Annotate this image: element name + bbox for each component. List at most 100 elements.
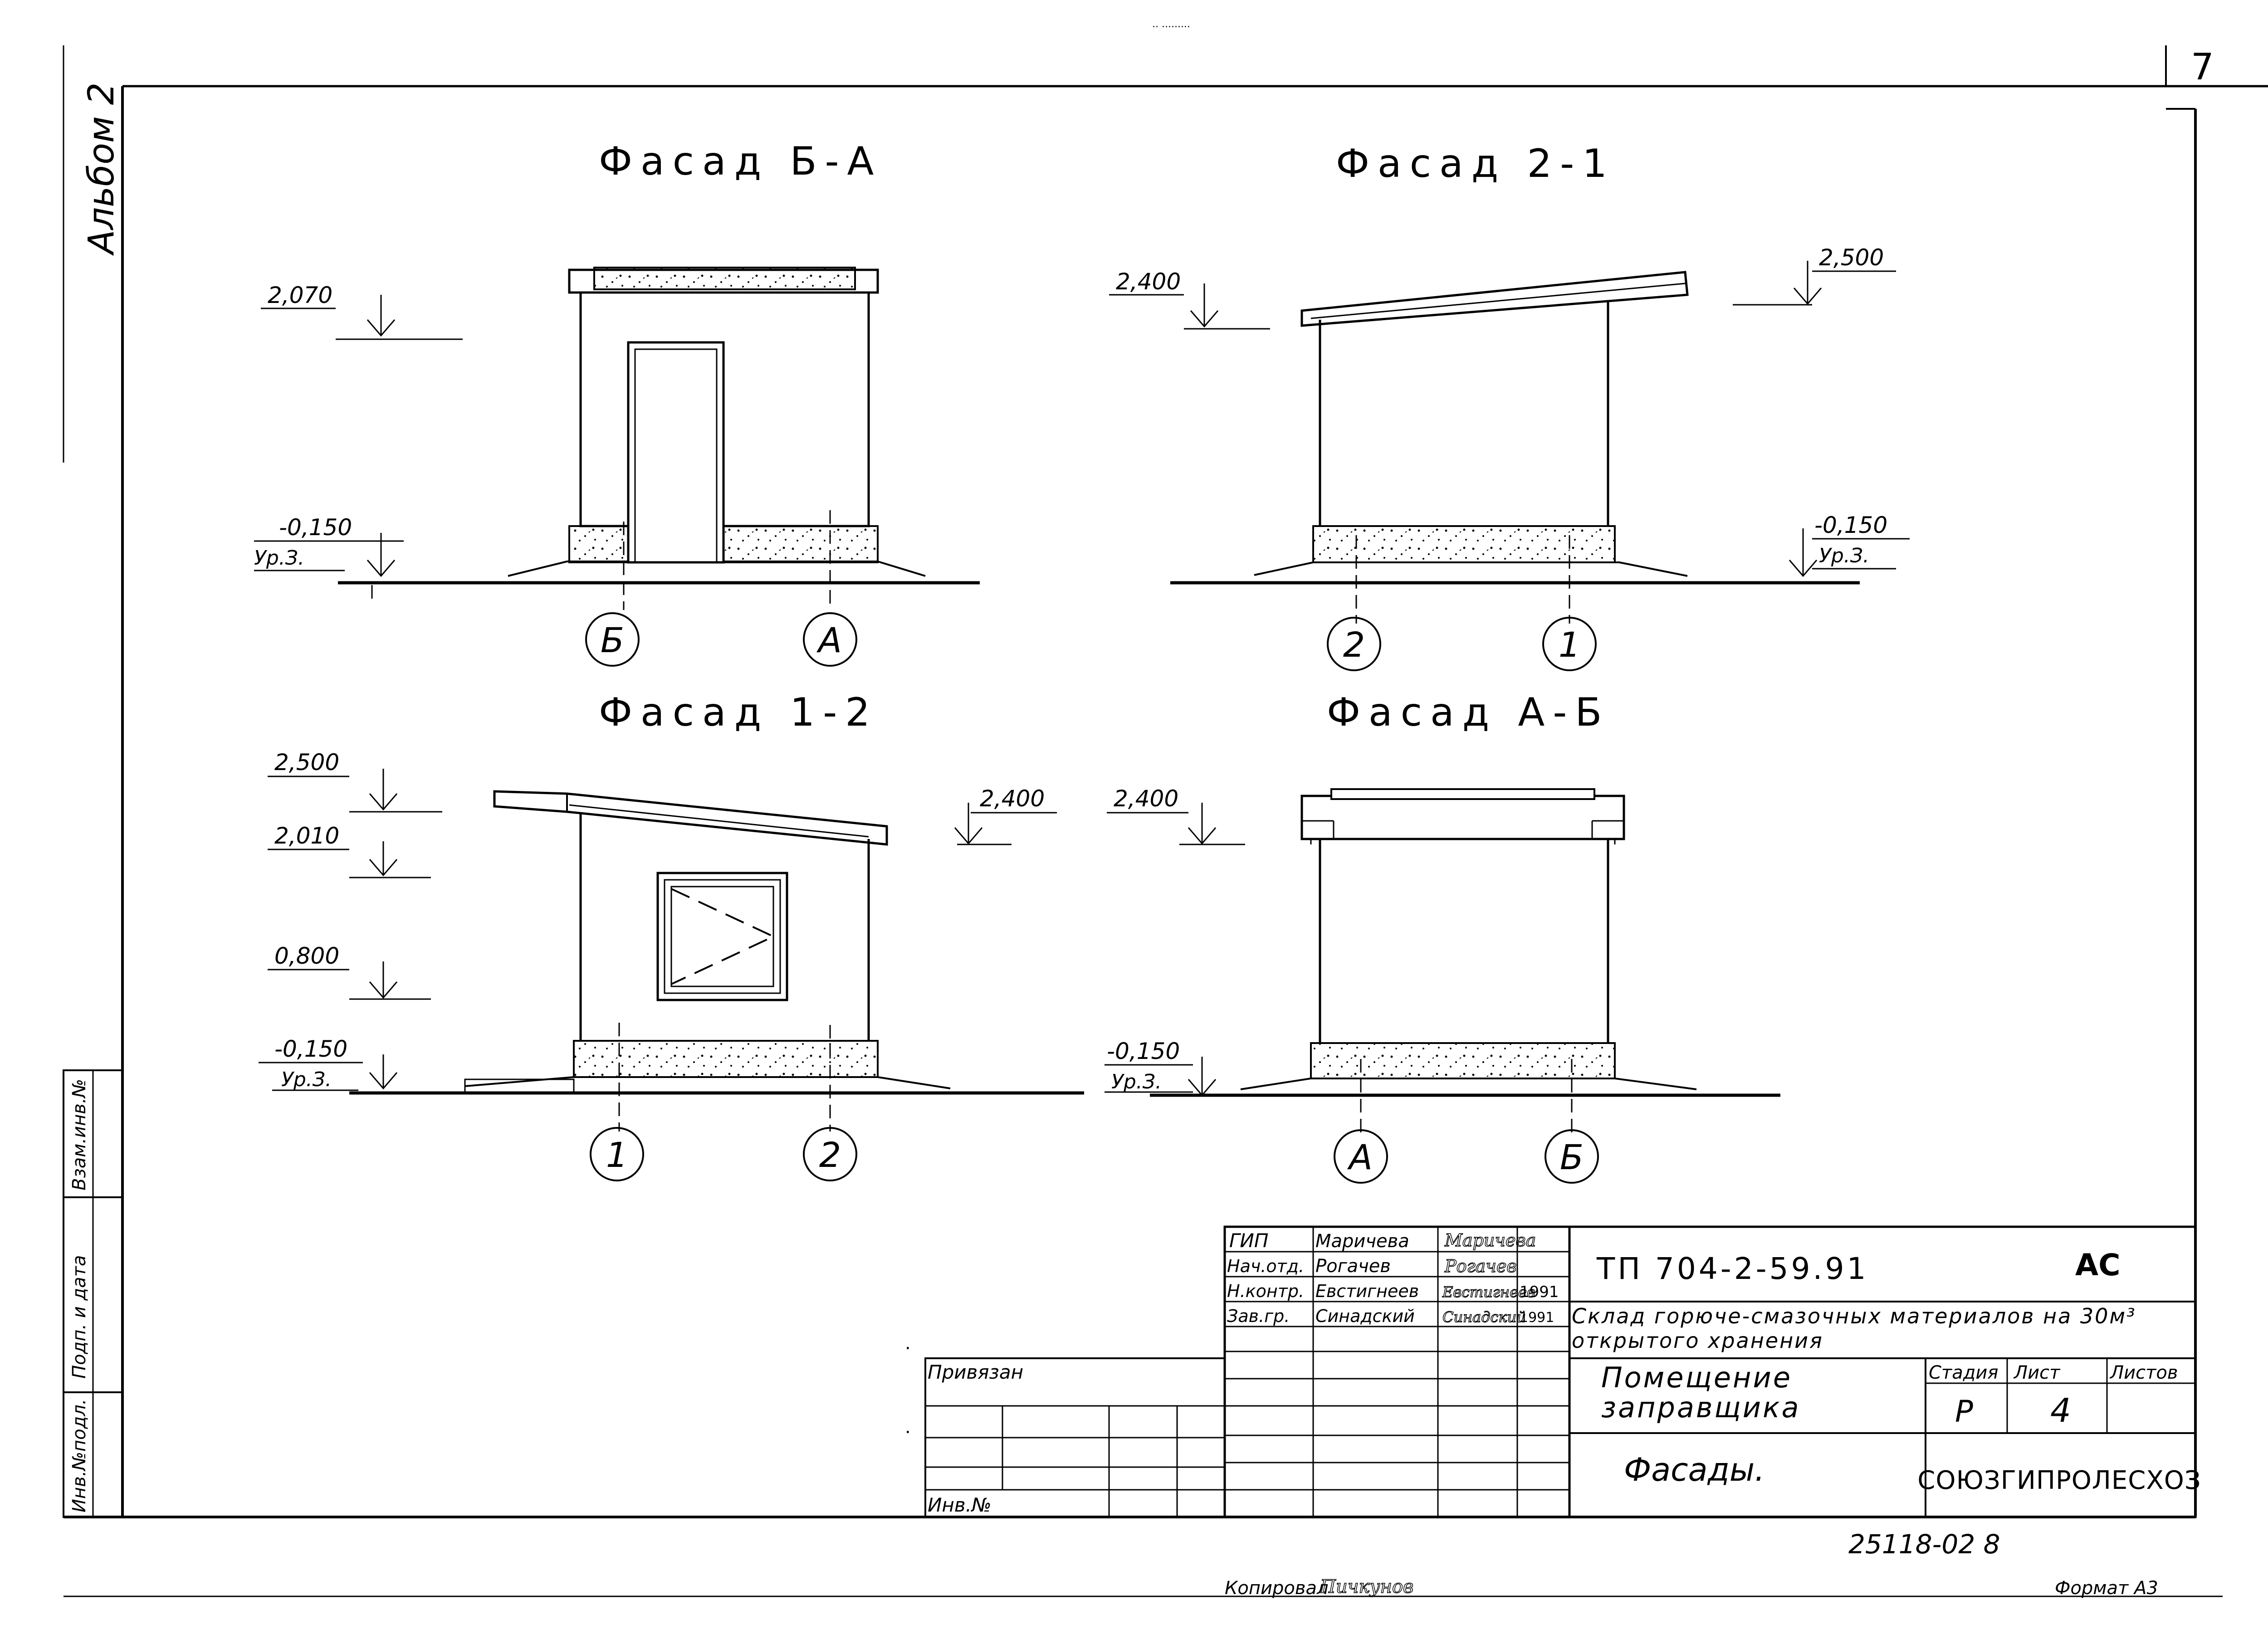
level-mark: -0,150 Ур.З.	[1105, 1038, 1217, 1097]
axis-label: Б	[1560, 1137, 1584, 1177]
svg-text:Ур.З.: Ур.З.	[1819, 544, 1869, 567]
axis-label: А	[1347, 1137, 1373, 1177]
plinth	[1310, 1042, 1616, 1079]
copied-signature: Пичкунов	[1320, 1576, 1413, 1597]
left-stamp: Взам.инв.№ Подп. и дата Инв.№подл.	[63, 1069, 123, 1518]
svg-text:.: .	[905, 1333, 911, 1354]
facade-1-2: Фасад 1-2 1 2 2,500	[259, 690, 1084, 1181]
level-mark: -0,150 Ур.З.	[254, 514, 404, 577]
axis-marker	[803, 612, 857, 667]
facade-2-1: Фасад 2-1 2 1 2,400 2,500 -0	[1109, 141, 1910, 671]
sign-date: 1991	[1520, 1283, 1559, 1301]
svg-text:-0,150: -0,150	[1814, 512, 1887, 538]
sheets-header: Листов	[2109, 1362, 2178, 1383]
person-name: Синадский	[1315, 1306, 1415, 1326]
level-mark: -0,150 Ур.З.	[259, 1036, 398, 1091]
stamp-label: Инв.№подл.	[69, 1399, 90, 1512]
axis-label: 2	[1343, 624, 1365, 665]
binding-label: Привязан	[928, 1361, 1023, 1383]
blind-area	[1240, 1078, 1697, 1090]
level-mark: 2,400	[1107, 785, 1245, 845]
document-code: ТП 704-2-59.91	[1596, 1251, 1868, 1286]
axis-marker	[1327, 617, 1381, 671]
door-leaf	[634, 348, 718, 563]
signature: Маричева	[1444, 1230, 1536, 1250]
sign-date: 1991	[1520, 1310, 1554, 1326]
axis-label: А	[816, 620, 842, 660]
stamp-label: Подп. и дата	[69, 1255, 90, 1379]
drawing-mark: АС	[2075, 1248, 2121, 1283]
inventory-label: Инв.№	[928, 1494, 992, 1516]
svg-text:2,400: 2,400	[980, 785, 1045, 812]
axis-marker	[1334, 1129, 1388, 1184]
signature: Рогачев	[1444, 1256, 1517, 1276]
project-name: Склад горюче-смазочных материалов на 30м…	[1572, 1304, 2136, 1353]
facade-title: Фасад Б-А	[599, 139, 882, 184]
format-label: Формат А3	[2055, 1578, 2158, 1599]
title-block: ГИП Нач.отд. Н.контр. Зав.гр. Маричева Р…	[1223, 1225, 2201, 1518]
signature: Синадский	[1442, 1308, 1526, 1326]
level-mark: 2,010	[268, 823, 431, 878]
page-number: 7	[2191, 46, 2214, 88]
svg-text:0,800: 0,800	[274, 943, 339, 969]
axis-marker	[1542, 617, 1597, 671]
person-name: Евстигнеев	[1315, 1281, 1419, 1301]
facade-title: Фасад А-Б	[1327, 690, 1610, 735]
stage-value: Р	[1955, 1394, 1973, 1429]
svg-text:-0,150: -0,150	[1107, 1038, 1180, 1064]
person-name: Маричева	[1315, 1231, 1409, 1252]
svg-text:2,500: 2,500	[274, 749, 339, 776]
axis-marker	[1545, 1129, 1599, 1184]
level-mark: 0,800	[268, 943, 431, 1000]
svg-text:2,070: 2,070	[268, 282, 332, 308]
top-scribble: .. .........	[1152, 19, 1190, 30]
role-label: Зав.гр.	[1227, 1306, 1290, 1326]
copied-label: Копировал	[1225, 1578, 1329, 1599]
axis-label: 2	[819, 1135, 841, 1175]
role-label: Н.контр.	[1227, 1281, 1304, 1301]
facade-b-a: Фасад Б-А Б А 2,070 -0,150 Ур	[254, 139, 980, 667]
facade-a-b: Фасад А-Б А Б 2,400	[1105, 690, 1780, 1184]
signatures: Маричева Рогачев Евстигнеев Синадский	[1442, 1230, 1536, 1326]
project-name-box: Склад горюче-смазочных материалов на 30м…	[1572, 1304, 2136, 1353]
building-name-box: Помещение заправщика	[1601, 1363, 1799, 1423]
sheet-title: Фасады.	[1624, 1451, 1765, 1488]
bottom-number: 25118-02 8	[1848, 1529, 2000, 1560]
facade-title: Фасад 2-1	[1336, 141, 1615, 186]
signature: Евстигнеев	[1442, 1283, 1535, 1301]
stage-header: Стадия	[1929, 1362, 1998, 1383]
axis-marker	[803, 1127, 857, 1181]
svg-text:-0,150: -0,150	[279, 514, 352, 541]
svg-text:Ур.З.: Ур.З.	[254, 546, 304, 570]
organization: СОЮЗГИПРОЛЕСХОЗ	[1917, 1466, 2201, 1495]
role-label: Нач.отд.	[1227, 1256, 1304, 1276]
sheet-value: 4	[2050, 1391, 2071, 1429]
axis-marker	[590, 1127, 644, 1181]
stamp-label: Взам.инв.№	[69, 1079, 90, 1190]
svg-text:Ур.З.: Ур.З.	[281, 1068, 332, 1091]
level-mark: 2,500	[268, 749, 442, 813]
svg-text:.: .	[905, 1417, 911, 1438]
plinth	[1312, 525, 1616, 563]
sheet-header: Лист	[2013, 1362, 2061, 1383]
roof-slab	[1300, 271, 1689, 327]
blind-area	[508, 561, 926, 577]
axis-label: 1	[606, 1135, 628, 1175]
roof-slab	[1300, 788, 1625, 844]
blind-area	[1254, 561, 1688, 577]
level-mark: 2,070	[261, 282, 463, 340]
svg-text:2,400: 2,400	[1114, 785, 1178, 812]
axis-label: Б	[601, 620, 624, 660]
plinth	[573, 1040, 879, 1078]
svg-text:2,400: 2,400	[1116, 268, 1181, 295]
role-label: ГИП	[1229, 1229, 1268, 1252]
level-mark: 2,400	[954, 785, 1057, 845]
window	[656, 872, 788, 1001]
svg-text:Ур.З.: Ур.З.	[1111, 1070, 1162, 1093]
album-label: Альбом 2	[81, 83, 122, 256]
person-name: Рогачев	[1315, 1256, 1391, 1277]
level-mark: 2,500	[1733, 244, 1896, 306]
parapet	[593, 267, 856, 290]
axis-marker	[585, 612, 640, 667]
